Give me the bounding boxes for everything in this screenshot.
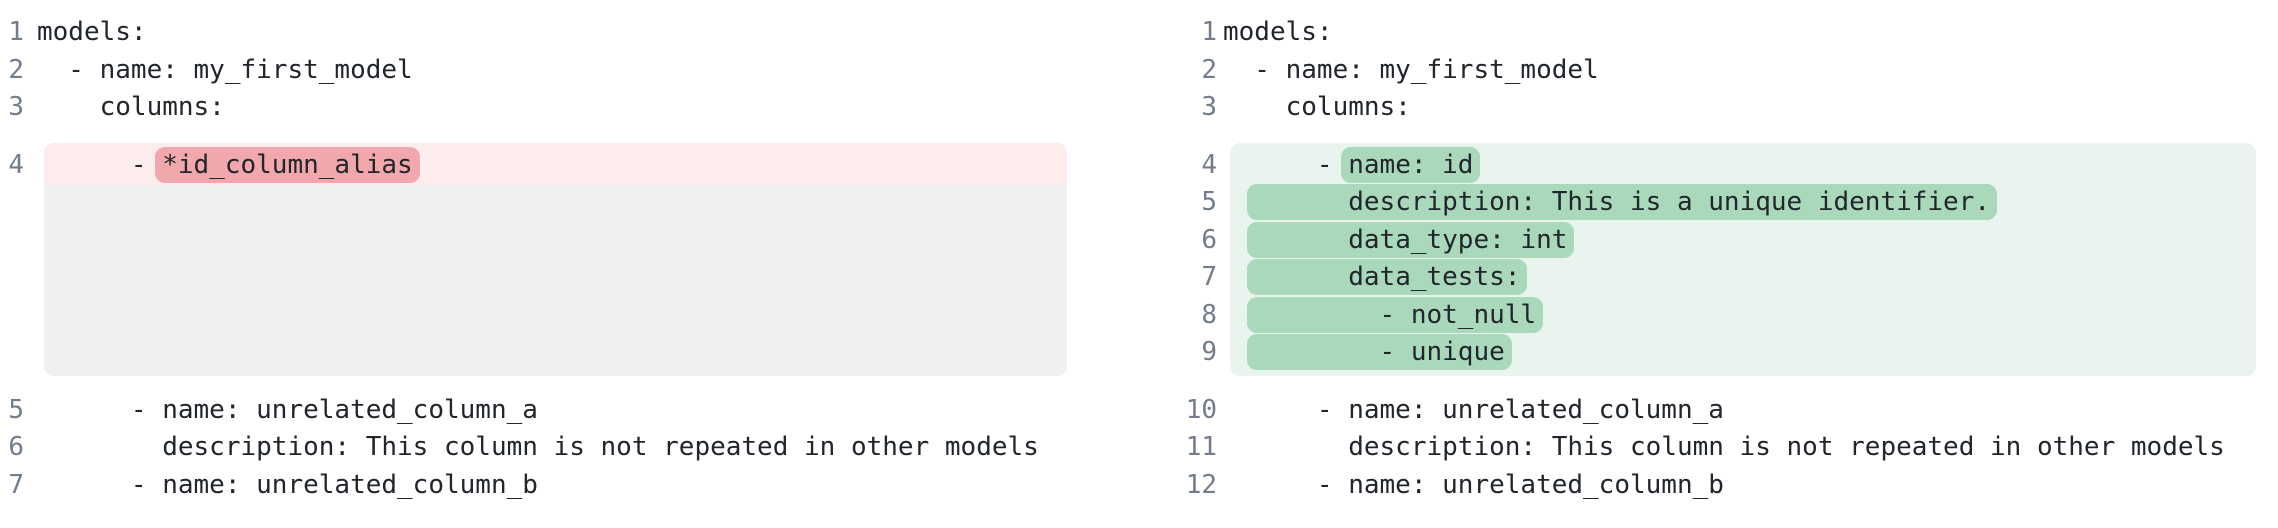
code-line: data_tests: xyxy=(1223,259,1528,297)
code-line: models: xyxy=(37,17,147,47)
code-line: description: This is a unique identifier… xyxy=(1223,184,1998,222)
added-token: description: This is a unique identifier… xyxy=(1247,184,1998,220)
code-line: description: This column is not repeated… xyxy=(1223,432,2225,462)
code-line: description: This column is not repeated… xyxy=(37,432,1039,462)
code-line: - name: my_first_model xyxy=(1223,54,1599,85)
code-line: columns: xyxy=(37,92,225,122)
line-number: 2 xyxy=(8,54,24,85)
code-line: columns: xyxy=(1223,92,1411,122)
line-number: 7 xyxy=(1201,262,1217,292)
line-number: 2 xyxy=(1201,54,1217,85)
code-line: - name: id xyxy=(1223,146,1481,185)
line-number: 9 xyxy=(1201,337,1217,367)
line-number: 1 xyxy=(1201,17,1217,47)
code-line: - not_null xyxy=(1223,296,1544,335)
added-token: data_type: int xyxy=(1247,221,1575,258)
line-number: 3 xyxy=(8,92,24,122)
line-number: 5 xyxy=(1201,187,1217,217)
line-number: 5 xyxy=(8,394,24,425)
line-number: 3 xyxy=(1201,92,1217,122)
added-token: name: id xyxy=(1341,146,1481,183)
line-number: 12 xyxy=(1185,469,1217,500)
code-line: models: xyxy=(1223,17,1333,47)
code-line: - name: unrelated_column_a xyxy=(37,394,538,425)
code-line: data_type: int xyxy=(1223,221,1575,260)
line-number: 1 xyxy=(8,17,24,47)
added-token: data_tests: xyxy=(1247,259,1528,295)
line-number: 4 xyxy=(1201,149,1217,180)
added-token: - not_null xyxy=(1247,296,1544,333)
line-number: 6 xyxy=(1201,224,1217,255)
line-number: 6 xyxy=(8,432,24,462)
line-number: 11 xyxy=(1185,432,1217,462)
code-line: - name: unrelated_column_b xyxy=(37,469,538,500)
line-number: 7 xyxy=(8,469,24,500)
line-number: 10 xyxy=(1185,394,1217,425)
code-line: - name: unrelated_column_b xyxy=(1223,469,1724,500)
line-number: 8 xyxy=(1201,299,1217,330)
line-number: 4 xyxy=(8,149,24,180)
code-line: - name: my_first_model xyxy=(37,54,413,85)
added-token: - unique xyxy=(1247,334,1512,370)
code-prefix: - xyxy=(37,149,163,180)
code-prefix: - xyxy=(1223,149,1349,180)
code-line: - name: unrelated_column_a xyxy=(1223,394,1724,425)
code-line: - *id_column_alias xyxy=(37,146,420,185)
code-line: - unique xyxy=(1223,334,1512,372)
removed-token: *id_column_alias xyxy=(155,146,420,183)
